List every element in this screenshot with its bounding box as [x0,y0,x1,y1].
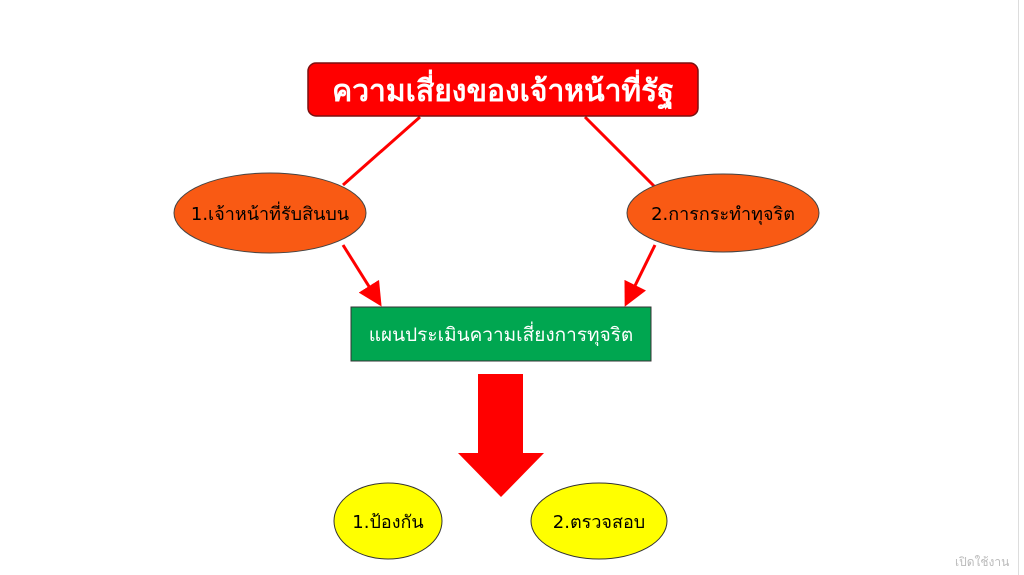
outcome-ellipse-1 [333,482,443,560]
title-box [307,62,699,117]
outcome-ellipse-2 [530,482,668,560]
arrow-risk2-plan [624,244,657,307]
risk-ellipse-1 [173,172,367,254]
plan-text: แผนประเมินความเสี่ยงการทุจริต [369,321,634,347]
plan-box [350,306,652,362]
outcome-text-2: 2.ตรวจสอบ [553,512,645,533]
outcome-text-1: 1.ป้องกัน [352,512,423,533]
risk-ellipse-2 [626,173,820,253]
connector-title-risk1 [342,115,421,187]
connector-title-risk2 [583,115,657,189]
slide-edge [1018,0,1019,575]
down-arrow [458,374,544,497]
arrow-risk1-plan [341,244,382,307]
risk-text-1: 1.เจ้าหน้าที่รับสินบน [191,201,349,225]
risk-text-2: 2.การกระทำทุจริต [651,204,795,225]
title-text: ความเสี่ยงของเจ้าหน้าที่รัฐ [332,69,674,111]
activation-watermark: เปิดใช้งาน [955,555,1010,569]
